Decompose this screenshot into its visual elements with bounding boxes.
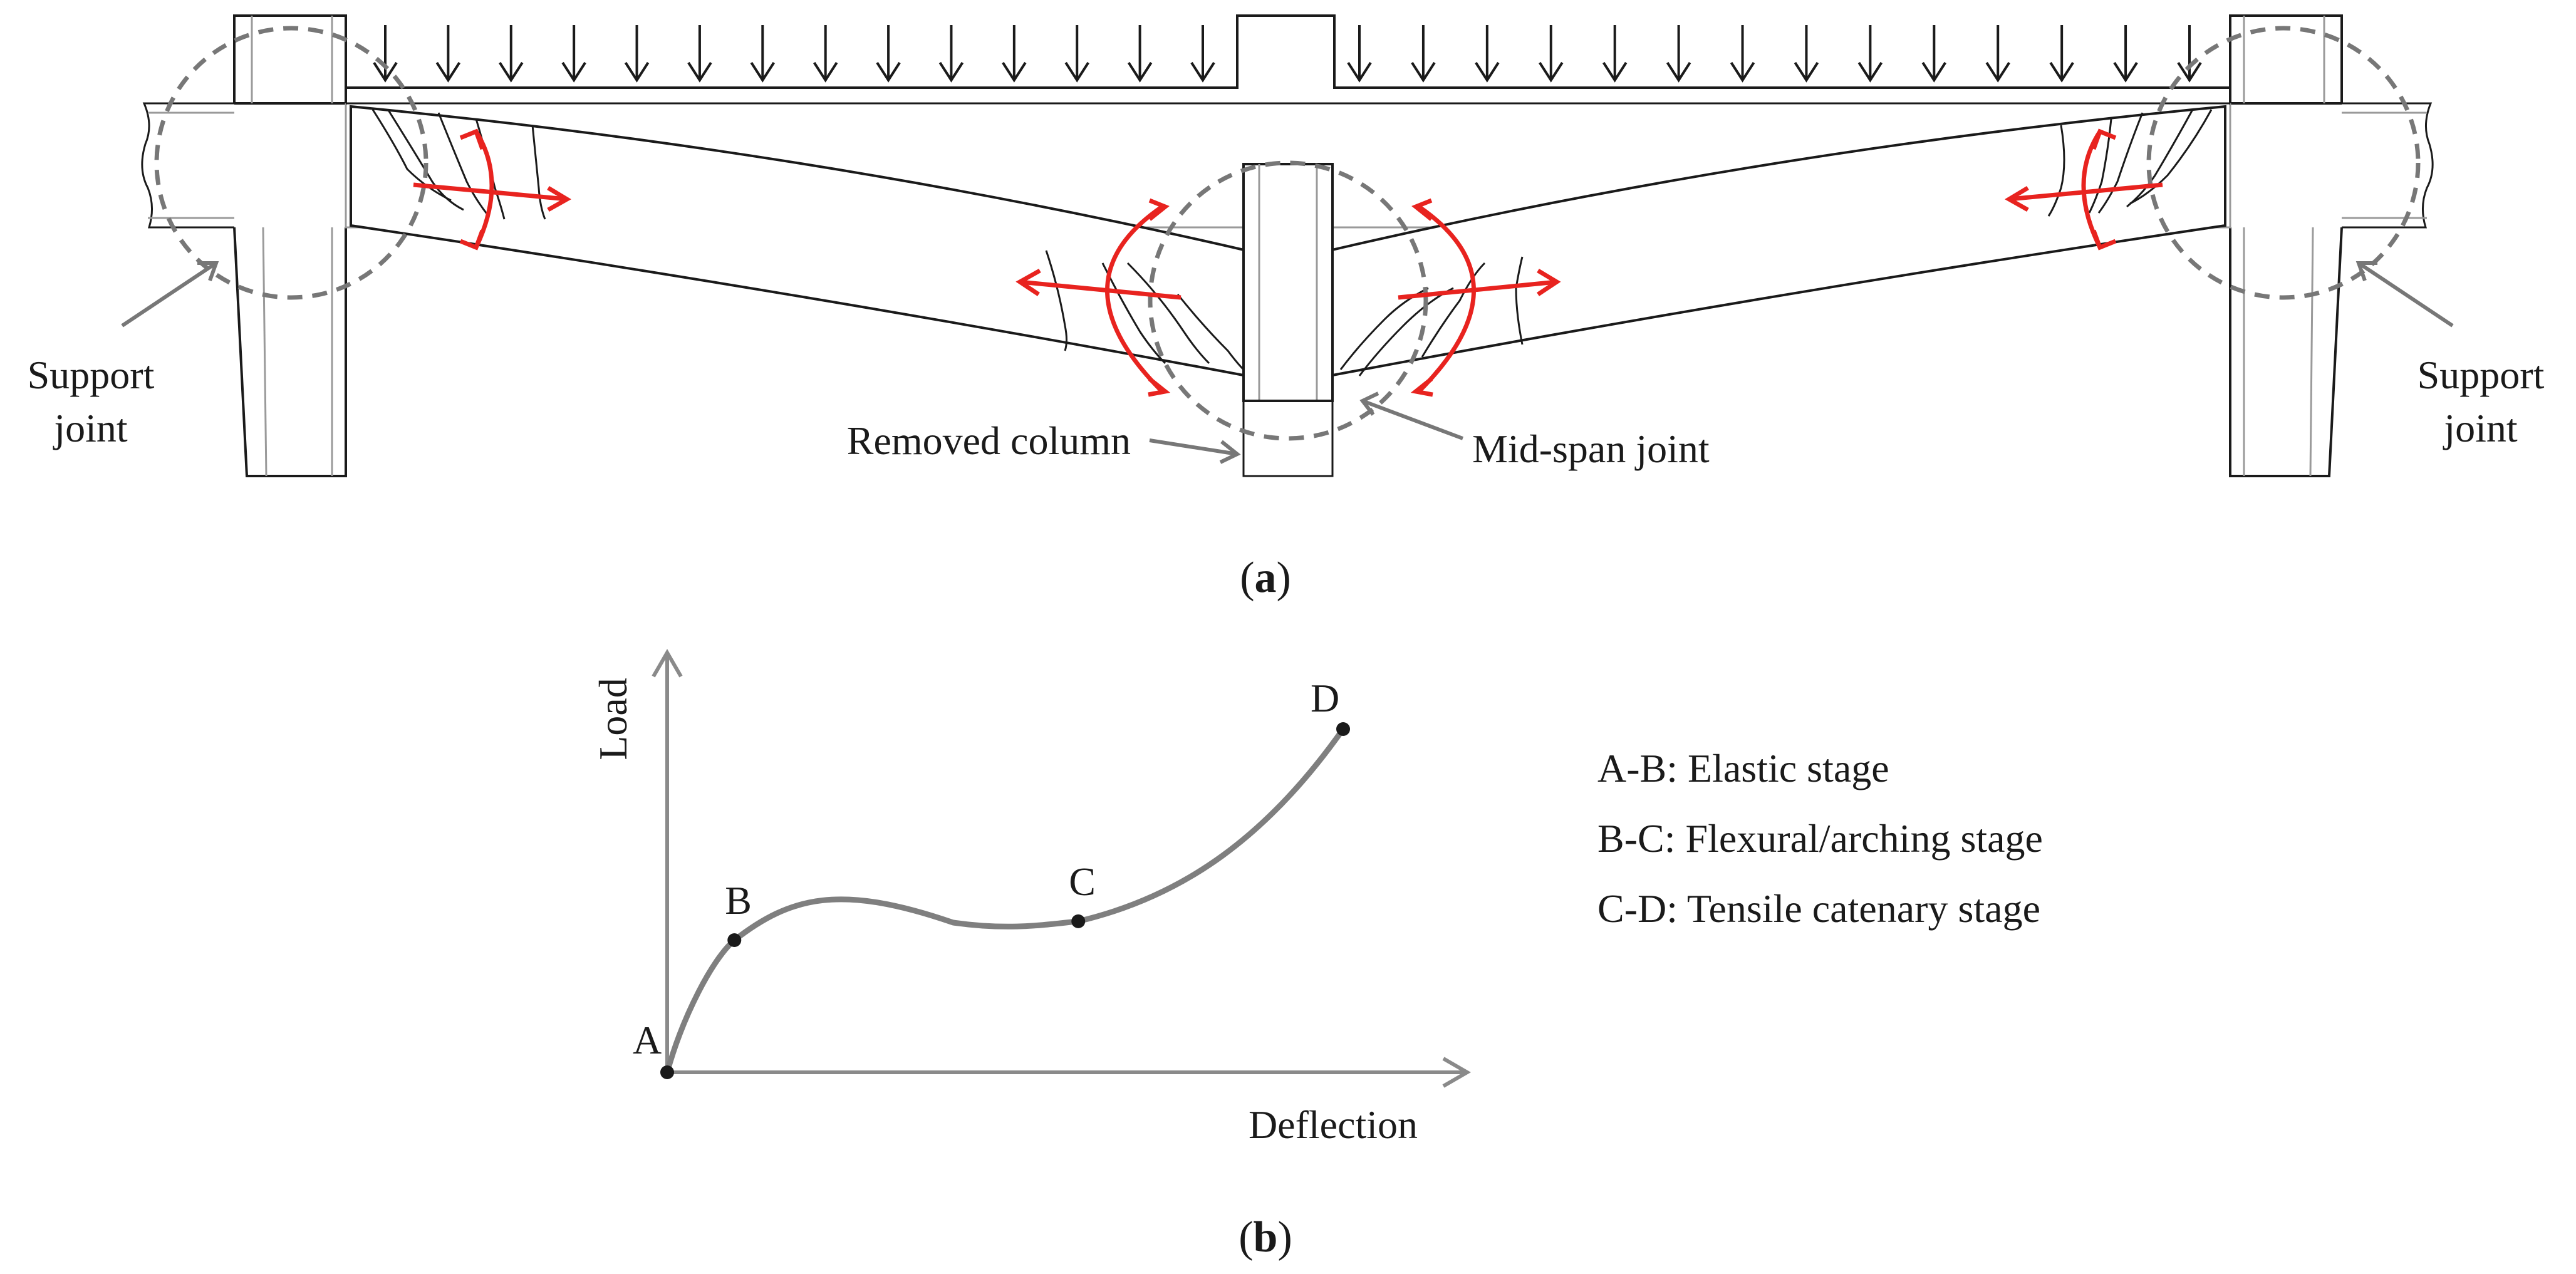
midspan-joint-circle [1148, 160, 1428, 441]
load-arrow [1666, 25, 1691, 83]
load-arrow [1002, 25, 1027, 83]
point-label-b: B [725, 878, 752, 923]
axial-arrow-right [2008, 182, 2163, 202]
point-label-d: D [1311, 676, 1339, 720]
right-outer-beam [2342, 102, 2434, 229]
caption-a: (a) [1240, 554, 1291, 602]
load-arrow [1857, 25, 1883, 83]
load-arrow [938, 25, 964, 83]
axial-arrow-left [413, 182, 568, 202]
load-arrow [1602, 25, 1628, 83]
left-outer-beam [141, 102, 234, 229]
load-arrow [1921, 25, 1946, 83]
load-arrow [2113, 25, 2138, 83]
load-arrow [1985, 25, 2010, 83]
panel-b-chart: Load Deflection A B C D A-B: Elastic stage … [591, 649, 2043, 1261]
removed-column-label: Removed column [847, 418, 1131, 463]
load-arrow [435, 25, 461, 83]
removed-column-stub [1242, 400, 1334, 477]
load-arrows [373, 25, 2202, 83]
axial-arrow-mid-left [1019, 279, 1182, 300]
load-arrow [1730, 25, 1755, 83]
load-arrow [499, 25, 524, 83]
leader-midspan [1361, 399, 1464, 440]
caption-b: (b) [1239, 1213, 1292, 1261]
right-column-inner-line [2309, 227, 2314, 477]
load-arrow [1411, 25, 1436, 83]
load-arrow [1347, 25, 1372, 83]
left-column-lower [233, 227, 347, 477]
load-arrow [1064, 25, 1089, 83]
legend-item-2: B-C: Flexural/arching stage [1597, 816, 2043, 861]
leader-right-support [2357, 261, 2454, 328]
support-left-label-line1: Support [28, 353, 155, 397]
load-deflection-curve [664, 726, 1346, 1075]
leader-left-support [121, 261, 217, 328]
point-label-c: C [1069, 859, 1096, 904]
left-support-joint-circle [154, 26, 428, 300]
panel-a-structure: Support joint Support joint Removed colu… [28, 14, 2545, 602]
load-arrow [1539, 25, 1564, 83]
right-support-joint-circle [2146, 26, 2421, 300]
axial-arrow-mid-right [1398, 279, 1557, 300]
legend-item-3: C-D: Tensile catenary stage [1597, 886, 2040, 931]
point-b [727, 933, 742, 948]
load-arrow [624, 25, 650, 83]
support-right-label-line2: joint [2443, 406, 2518, 450]
leader-removed-column [1149, 438, 1238, 456]
joint-markers [154, 26, 2421, 441]
load-arrow [1794, 25, 1819, 83]
load-arrow [561, 25, 586, 83]
support-right-label-line1: Support [2418, 353, 2545, 397]
legend: A-B: Elastic stage B-C: Flexural/arching… [1597, 746, 2043, 931]
y-axis-arrowhead [652, 649, 683, 678]
support-left-label-line2: joint [53, 406, 128, 450]
y-axis-label: Load [591, 678, 635, 760]
moment-arrows [413, 128, 2163, 397]
removed-column-upper [1242, 163, 1334, 402]
load-arrow [2049, 25, 2074, 83]
load-arrow [373, 25, 398, 83]
point-label-a: A [633, 1018, 662, 1062]
x-axis-label: Deflection [1249, 1102, 1418, 1147]
top-slab [345, 14, 2231, 103]
midspan-joint-label: Mid-span joint [1472, 427, 1710, 471]
load-arrow [1475, 25, 1500, 83]
load-arrow [687, 25, 712, 83]
left-column-inner-line [262, 227, 267, 477]
legend-item-1: A-B: Elastic stage [1597, 746, 1889, 790]
load-arrow [1127, 25, 1153, 83]
point-a [660, 1065, 674, 1079]
load-arrow [1190, 25, 1215, 83]
x-axis-arrowhead [1442, 1057, 1471, 1088]
chart-points: A B C D [633, 676, 1351, 1079]
chart-axes [652, 649, 1471, 1088]
leader-arrows [121, 261, 2454, 464]
load-arrow [876, 25, 901, 83]
right-column-lower [2229, 227, 2343, 477]
load-arrow [750, 25, 775, 83]
load-arrow [2177, 25, 2202, 83]
point-c [1071, 914, 1086, 928]
load-arrow [813, 25, 838, 83]
point-d [1336, 722, 1351, 736]
